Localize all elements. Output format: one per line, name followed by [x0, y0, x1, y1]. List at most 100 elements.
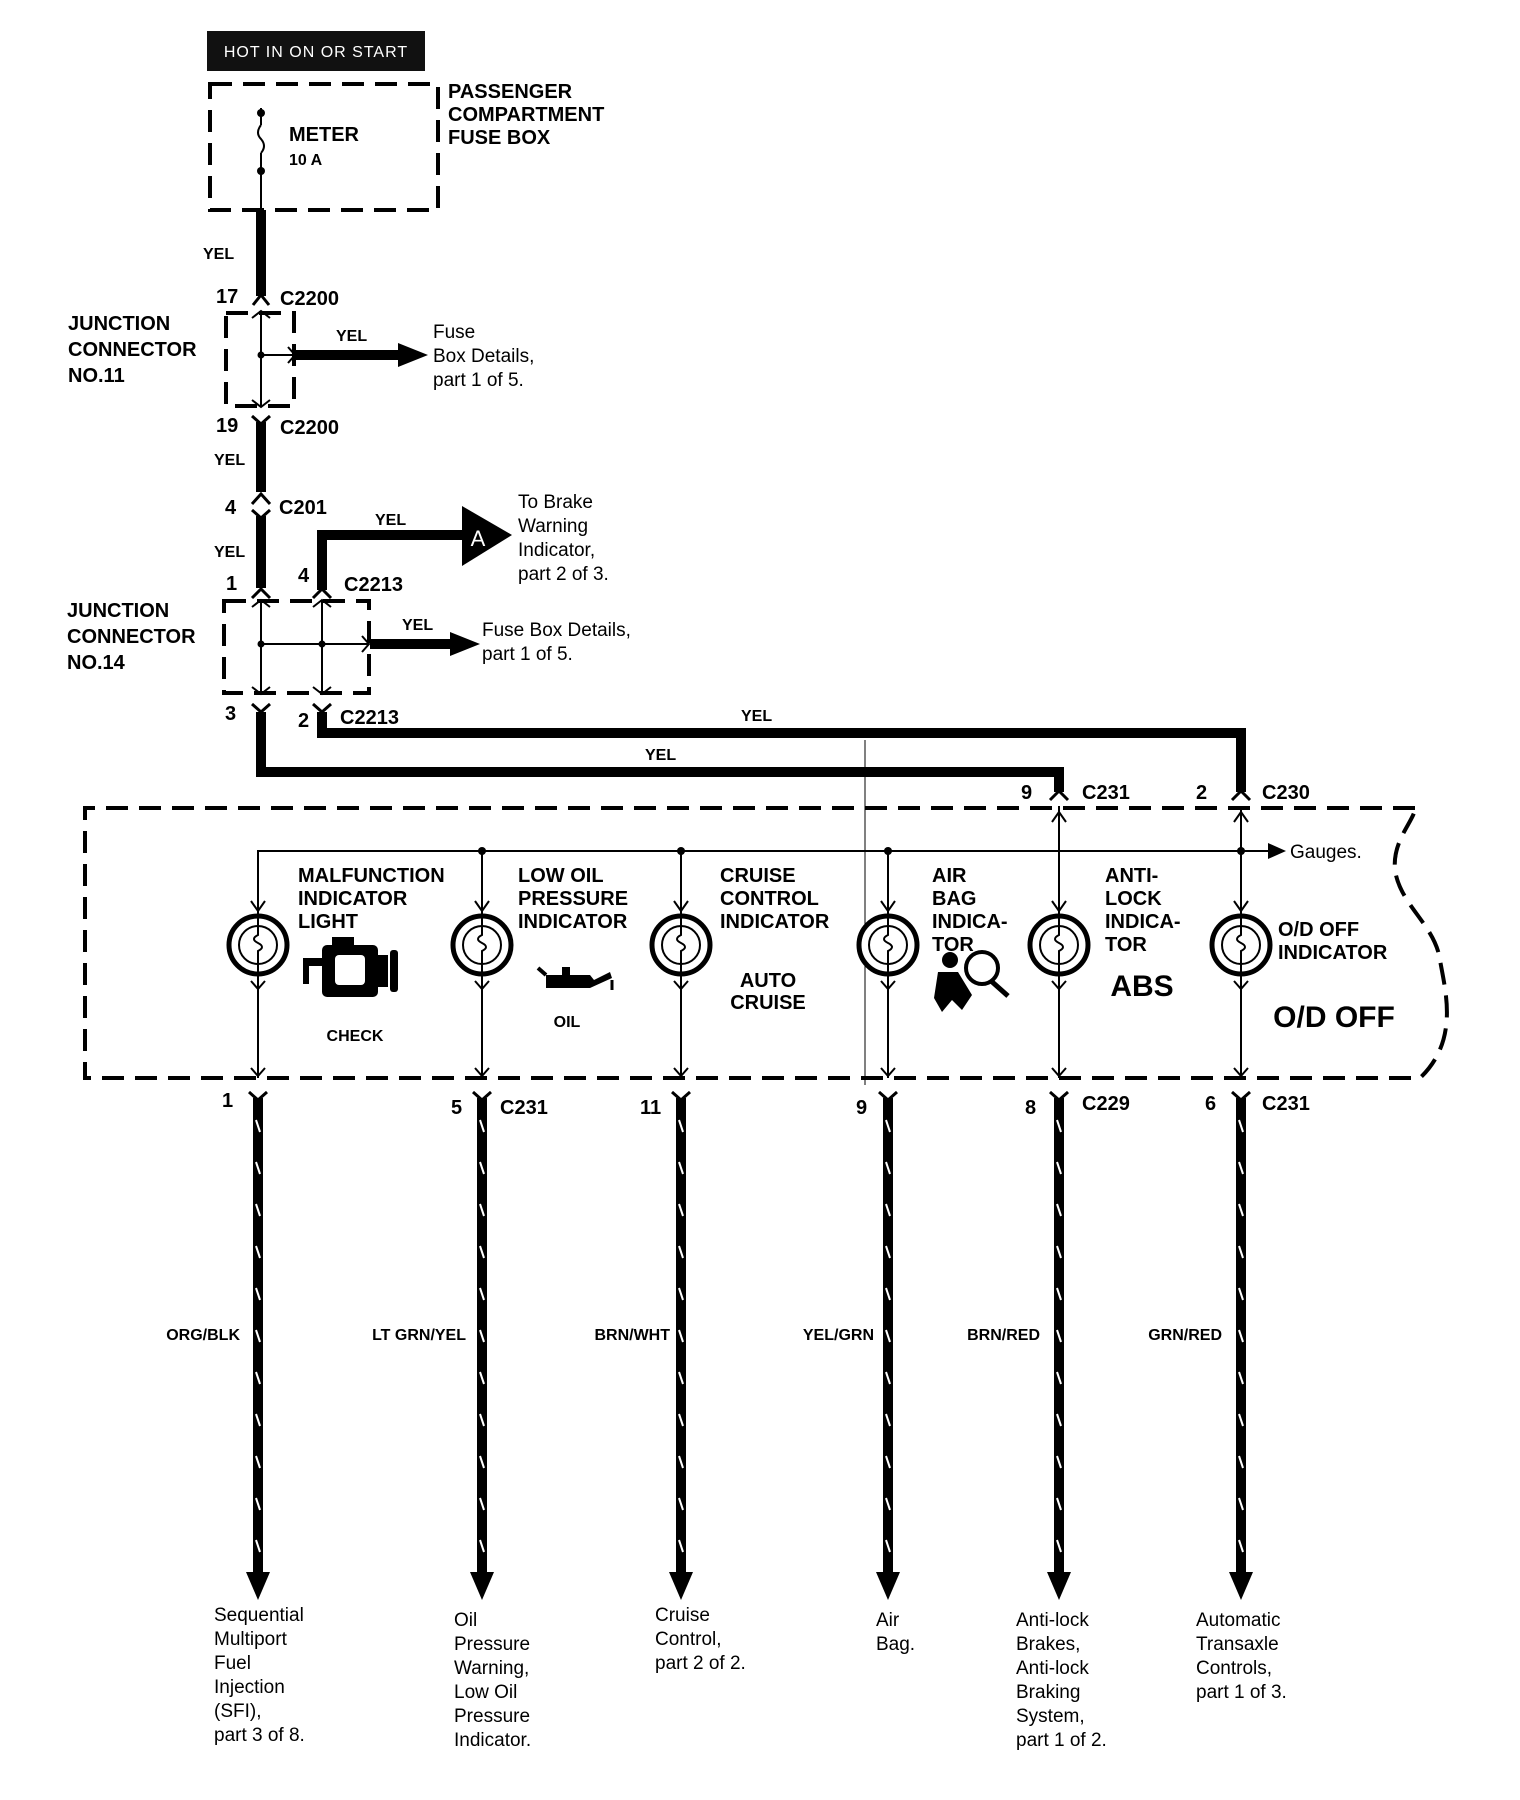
abs-symbol-text: ABS — [1110, 970, 1173, 1003]
c230-input-connector: C230 — [1262, 782, 1310, 804]
wire-label-org-blk: ORG/BLK — [166, 1327, 240, 1344]
mil-labels: MALFUNCTION INDICATOR LIGHT CHECK — [298, 865, 445, 1045]
brake-dest-3: Indicator, — [518, 540, 595, 561]
wire-label-yel-6: YEL — [402, 617, 433, 634]
arrow-j14-fusebox — [450, 632, 480, 656]
j14-connector-bottom: C2213 — [340, 707, 399, 729]
od-label-2: INDICATOR — [1278, 942, 1388, 964]
dest-sfi-3: Fuel — [214, 1653, 251, 1674]
dest-atx: Automatic Transaxle Controls, part 1 of … — [1196, 1610, 1287, 1703]
j11-label-2: CONNECTOR — [68, 339, 197, 361]
j14-dest-2: part 1 of 5. — [482, 644, 573, 665]
abs-output-wire — [1047, 1090, 1071, 1600]
od-bulb-icon — [1209, 900, 1273, 1078]
oil-label-1: LOW OIL — [518, 865, 604, 887]
wire-label-lt-grn-yel: LT GRN/YEL — [372, 1327, 466, 1344]
j11-dest-1: Fuse — [433, 322, 475, 343]
mil-pin: 1 — [222, 1090, 233, 1112]
junction-connector-14: JUNCTION CONNECTOR NO.14 — [67, 598, 371, 696]
j14-pin-4: 4 — [298, 565, 310, 587]
dest-cruise-3: part 2 of 2. — [655, 1653, 746, 1674]
brake-dest-4: part 2 of 3. — [518, 564, 609, 585]
j14-dest-1: Fuse Box Details, — [482, 620, 631, 641]
dest-oil-4: Low Oil — [454, 1682, 517, 1703]
wire-label-yel-7: YEL — [741, 708, 772, 725]
oil-can-icon — [536, 966, 614, 990]
mil-label-2: INDICATOR — [298, 888, 408, 910]
fuse-box: METER 10 A PASSENGER COMPARTMENT FUSE BO… — [208, 81, 604, 212]
j11-pin-top: 17 — [216, 286, 238, 308]
dest-cruise-2: Control, — [655, 1629, 722, 1650]
dest-sfi-1: Sequential — [214, 1605, 304, 1626]
j14-label-1: JUNCTION — [67, 600, 169, 622]
fuse-box-title-3: FUSE BOX — [448, 127, 551, 149]
dest-atx-1: Automatic — [1196, 1610, 1280, 1631]
od-output-wire — [1229, 1090, 1253, 1600]
dest-atx-4: part 1 of 3. — [1196, 1682, 1287, 1703]
od-symbol-text: O/D OFF — [1273, 1001, 1395, 1034]
wire-label-yel-4: YEL — [214, 544, 245, 561]
airbag-bulb-icon — [856, 900, 920, 1078]
c201-pin: 4 — [225, 497, 237, 519]
c230-input-pin: 2 — [1196, 782, 1207, 804]
dest-oil-1: Oil — [454, 1610, 477, 1631]
dest-atx-2: Transaxle — [1196, 1634, 1279, 1655]
dest-atx-3: Controls, — [1196, 1658, 1272, 1679]
dest-airbag-2: Bag. — [876, 1634, 915, 1655]
dest-oil-2: Pressure — [454, 1634, 530, 1655]
cruise-bulb-icon — [649, 900, 713, 1078]
dest-abs-4: Braking — [1016, 1682, 1080, 1703]
airbag-labels: AIR BAG INDICA- TOR — [932, 865, 1010, 1012]
j11-label-1: JUNCTION — [68, 313, 170, 335]
od-pin: 6 — [1205, 1093, 1216, 1115]
dest-oil: Oil Pressure Warning, Low Oil Pressure I… — [454, 1610, 531, 1751]
engine-icon — [303, 937, 398, 997]
output-wires — [246, 1090, 1253, 1600]
brake-marker-letter: A — [471, 526, 486, 551]
dest-sfi-6: part 3 of 8. — [214, 1725, 305, 1746]
c201-connector: C201 — [279, 497, 327, 519]
abs-bulb-icon — [1027, 900, 1091, 1078]
abs-label-3: INDICA- — [1105, 911, 1181, 933]
cruise-label-3: INDICATOR — [720, 911, 830, 933]
dest-airbag: Air Bag. — [876, 1610, 915, 1655]
oil-pin: 5 — [451, 1097, 462, 1119]
wire-label-brn-red: BRN/RED — [967, 1327, 1040, 1344]
dest-sfi: Sequential Multiport Fuel Injection (SFI… — [214, 1605, 305, 1746]
j11-connector-top: C2200 — [280, 288, 339, 310]
wire-label-yel-5: YEL — [375, 512, 406, 529]
abs-labels: ANTI- LOCK INDICA- TOR ABS — [1105, 865, 1181, 1003]
oil-label-3: INDICATOR — [518, 911, 628, 933]
mil-symbol-text: CHECK — [327, 1028, 384, 1045]
fuse-rating: 10 A — [289, 152, 323, 169]
wire-label-yel-grn: YEL/GRN — [803, 1327, 874, 1344]
dest-abs-3: Anti-lock — [1016, 1658, 1089, 1679]
oil-labels: LOW OIL PRESSURE INDICATOR OIL — [518, 865, 628, 1031]
j14-pin-1: 1 — [226, 573, 237, 595]
oil-label-2: PRESSURE — [518, 888, 628, 910]
fuse-box-title-1: PASSENGER — [448, 81, 573, 103]
cruise-label-2: CONTROL — [720, 888, 819, 910]
cruise-labels: CRUISE CONTROL INDICATOR AUTO CRUISE — [720, 865, 830, 1014]
abs-label-1: ANTI- — [1105, 865, 1158, 887]
dest-cruise: Cruise Control, part 2 of 2. — [655, 1605, 746, 1674]
airbag-label-4: TOR — [932, 934, 974, 956]
cruise-symbol-1: AUTO — [740, 970, 796, 992]
dest-sfi-2: Multiport — [214, 1629, 288, 1650]
dest-oil-5: Pressure — [454, 1706, 530, 1727]
wire-label-brn-wht: BRN/WHT — [594, 1327, 670, 1344]
j11-connector-bottom: C2200 — [280, 417, 339, 439]
gauges-arrow — [1268, 843, 1286, 859]
cruise-label-1: CRUISE — [720, 865, 796, 887]
wire-yel-to-c231 — [256, 712, 1064, 792]
dest-sfi-5: (SFI), — [214, 1701, 262, 1722]
mil-bulb-icon — [226, 900, 290, 1078]
hot-label-text: HOT IN ON OR START — [224, 44, 408, 61]
dest-sfi-4: Injection — [214, 1677, 285, 1698]
wire-yel-to-c230 — [317, 712, 1246, 792]
oil-connector: C231 — [500, 1097, 548, 1119]
wire-brake-branch — [317, 530, 466, 590]
oil-bulb-icon — [450, 900, 514, 1078]
cruise-output-wire — [669, 1090, 693, 1600]
